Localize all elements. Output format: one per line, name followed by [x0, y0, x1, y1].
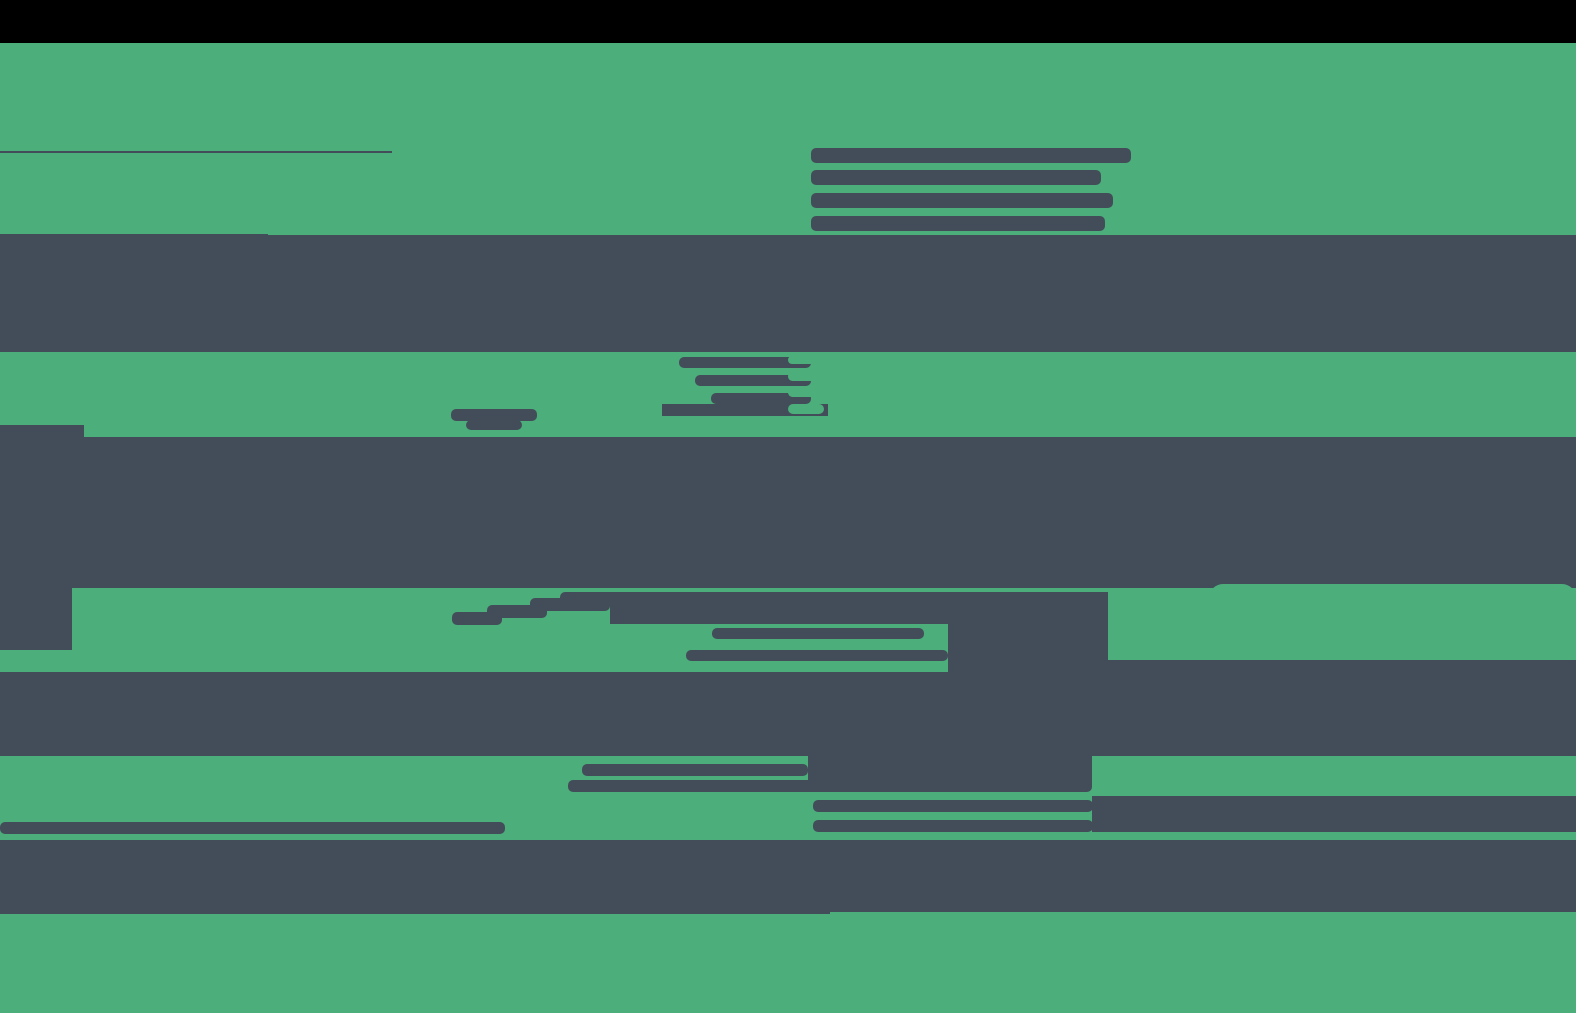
footer-line-4	[813, 820, 1093, 832]
footer-divider-bar	[0, 822, 505, 834]
content-slate-band	[0, 437, 1576, 588]
legend-line-1	[788, 356, 824, 364]
header-line-1	[811, 148, 1131, 163]
footer-right-slab	[1092, 796, 1576, 832]
footer-block-right	[808, 756, 1092, 786]
footer-line-1	[582, 764, 808, 776]
hero-band	[0, 43, 1576, 235]
detail-line-4	[686, 650, 948, 661]
primary-slate-band	[0, 235, 1576, 352]
body-line-3	[711, 393, 811, 404]
footer-line-3	[813, 800, 1093, 812]
primary-button[interactable]	[1209, 584, 1576, 647]
bottom-left-notch	[0, 904, 82, 914]
subhead-underline	[0, 425, 84, 437]
hero-notch-left	[496, 228, 548, 238]
subhead-line-2	[466, 420, 522, 430]
secondary-panel-extension	[1385, 352, 1576, 422]
body-line-2	[695, 375, 811, 386]
body-line-1	[679, 357, 811, 368]
bottom-green-band	[0, 912, 1576, 1013]
detail-line-3	[712, 628, 924, 639]
divider-slate-band	[0, 840, 1576, 912]
header-line-2	[811, 170, 1101, 185]
top-status-bar	[0, 0, 1576, 43]
legend-line-4	[788, 404, 824, 414]
bottom-center-notch	[82, 908, 830, 914]
legend-line-3	[788, 388, 820, 397]
header-line-4	[811, 216, 1105, 231]
hero-underline-divider	[0, 151, 392, 153]
subhead-line	[451, 409, 537, 421]
body-block-tail	[662, 404, 828, 416]
legend-line-2	[788, 372, 820, 381]
header-line-3	[811, 193, 1113, 208]
detail-left-gutter	[0, 588, 72, 650]
lower-slate-band	[0, 672, 1576, 756]
